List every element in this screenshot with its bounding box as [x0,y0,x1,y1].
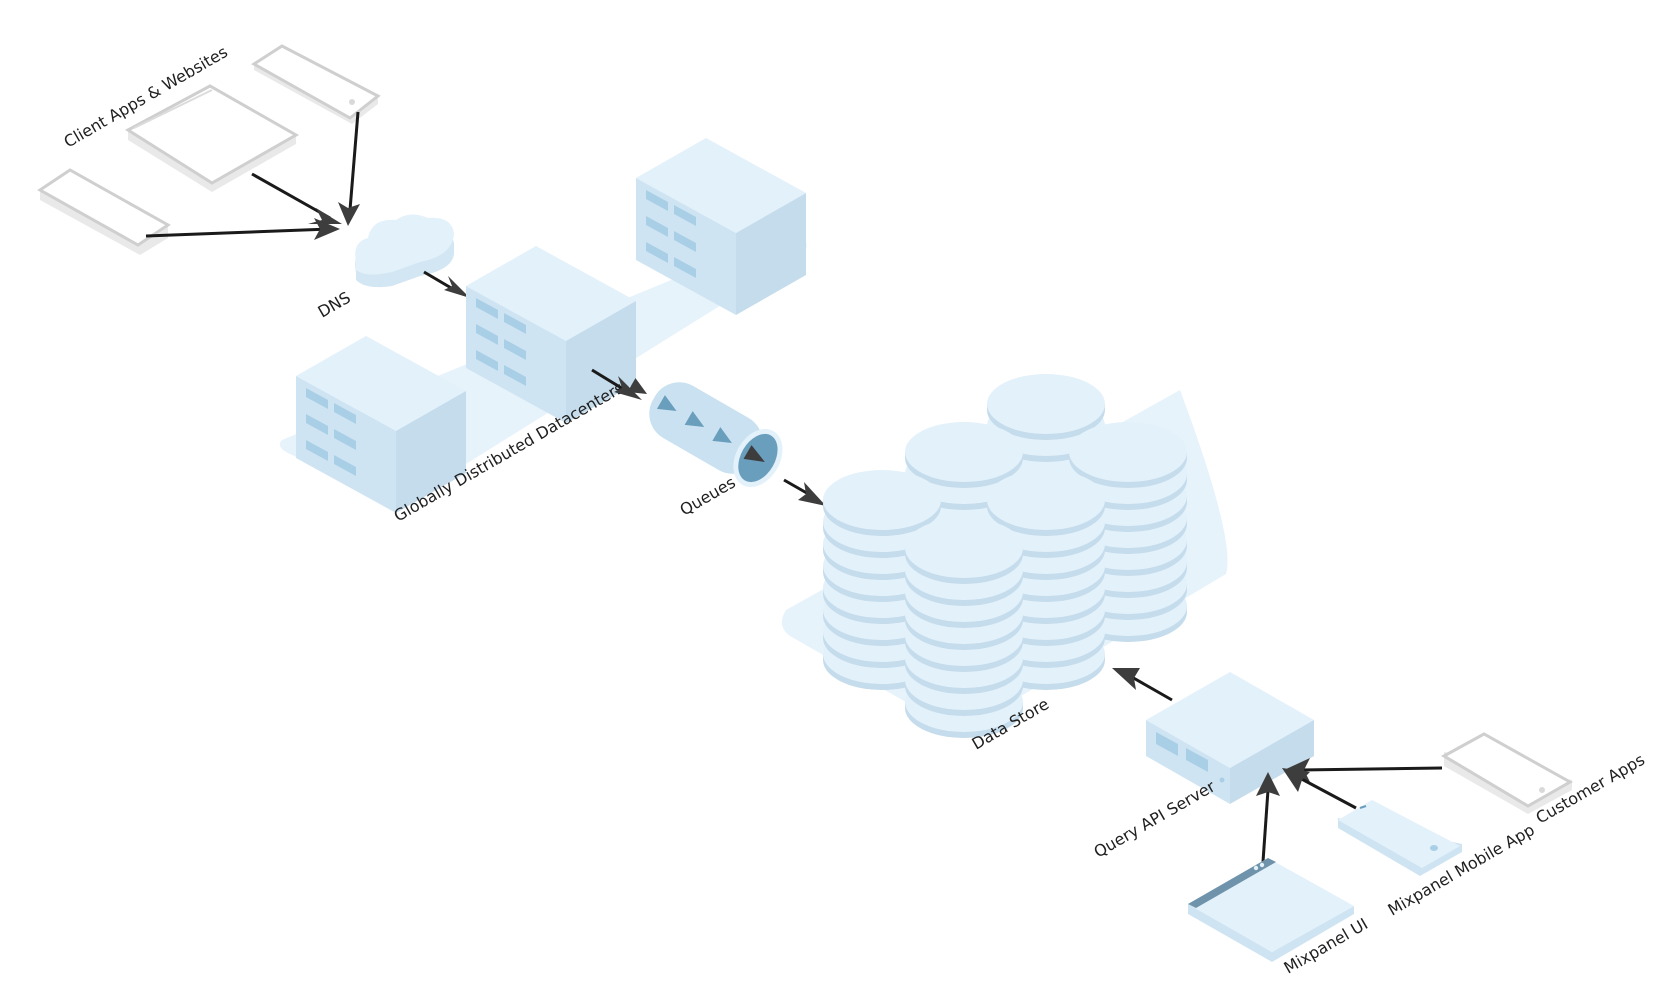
mixpanel-ui-browser-icon [1188,858,1354,962]
edge-client-to-dns [145,111,360,240]
queues-label: Queues [677,473,739,520]
query-api-server-icon [1146,672,1314,804]
client-tablet-icon [37,168,171,255]
edge-queues-to-datastore [783,478,826,506]
query-api-label: Query API Server [1091,777,1219,862]
client-browser-icon [125,84,300,192]
edge-datacenters-to-queues [591,368,642,400]
mixpanel-mobile-icon [1338,800,1462,876]
dns-label: DNS [315,288,354,322]
edge-queryapi-to-datastore [1112,668,1173,702]
client-phone-icon [251,44,381,124]
edge-dns-to-datacenters [423,270,470,298]
datacenters-group [279,138,807,513]
dns-cloud-icon [355,214,454,288]
edge-clients-to-queryapi [1256,758,1443,877]
database-cylinder-icon [905,518,1023,738]
data-store-group [781,374,1228,738]
queue-pipe-icon [627,378,783,488]
customer-apps-phone-icon [1440,732,1574,814]
